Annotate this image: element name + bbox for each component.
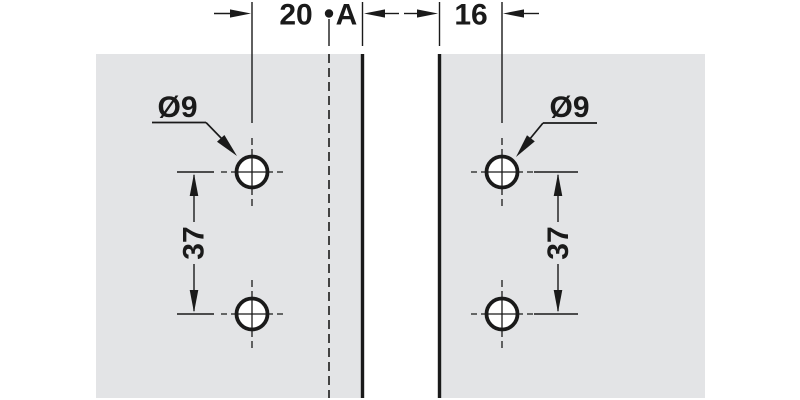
dia-9-left-label: Ø9 xyxy=(157,91,197,124)
diameter-callout-right: Ø9 xyxy=(516,91,597,157)
dim-16-right-arrowhead-icon xyxy=(503,9,524,18)
dim-37-left: 37 xyxy=(177,171,214,315)
dim-20-arrowhead-icon xyxy=(230,9,251,18)
dim-37-left-label: 37 xyxy=(178,226,211,259)
dim-37-left-arrowhead-up-icon xyxy=(189,173,199,196)
dim-16-label: 16 xyxy=(454,0,487,32)
dim-37-right: 37 xyxy=(534,171,578,315)
dia-9-right-label: Ø9 xyxy=(549,91,589,124)
panel-right xyxy=(438,54,705,398)
dia-9-right-arrowhead-icon xyxy=(516,135,535,157)
dim-a-arrowhead-icon xyxy=(364,9,385,18)
dim-a-label: A xyxy=(336,0,358,32)
dim-20-label: 20 xyxy=(279,0,312,32)
dim-37-right-label: 37 xyxy=(542,226,575,259)
hole-left-bottom xyxy=(221,280,283,348)
diameter-callout-left: Ø9 xyxy=(152,91,237,156)
dim-37-right-arrowhead-up-icon xyxy=(553,173,563,196)
dia-9-right-leader xyxy=(528,122,544,141)
hole-right-top xyxy=(471,138,533,206)
hole-left-top xyxy=(221,138,283,206)
dia-9-left-arrowhead-icon xyxy=(217,135,237,156)
hole-right-bottom xyxy=(471,280,533,348)
panel-left xyxy=(96,54,364,398)
dim-37-left-arrowhead-down-icon xyxy=(189,290,199,313)
dim-37-right-arrowhead-down-icon xyxy=(553,290,563,313)
dim-16-left-arrowhead-icon xyxy=(417,9,438,18)
dia-9-left-leader xyxy=(205,121,225,142)
datum-dot-icon xyxy=(324,9,334,18)
